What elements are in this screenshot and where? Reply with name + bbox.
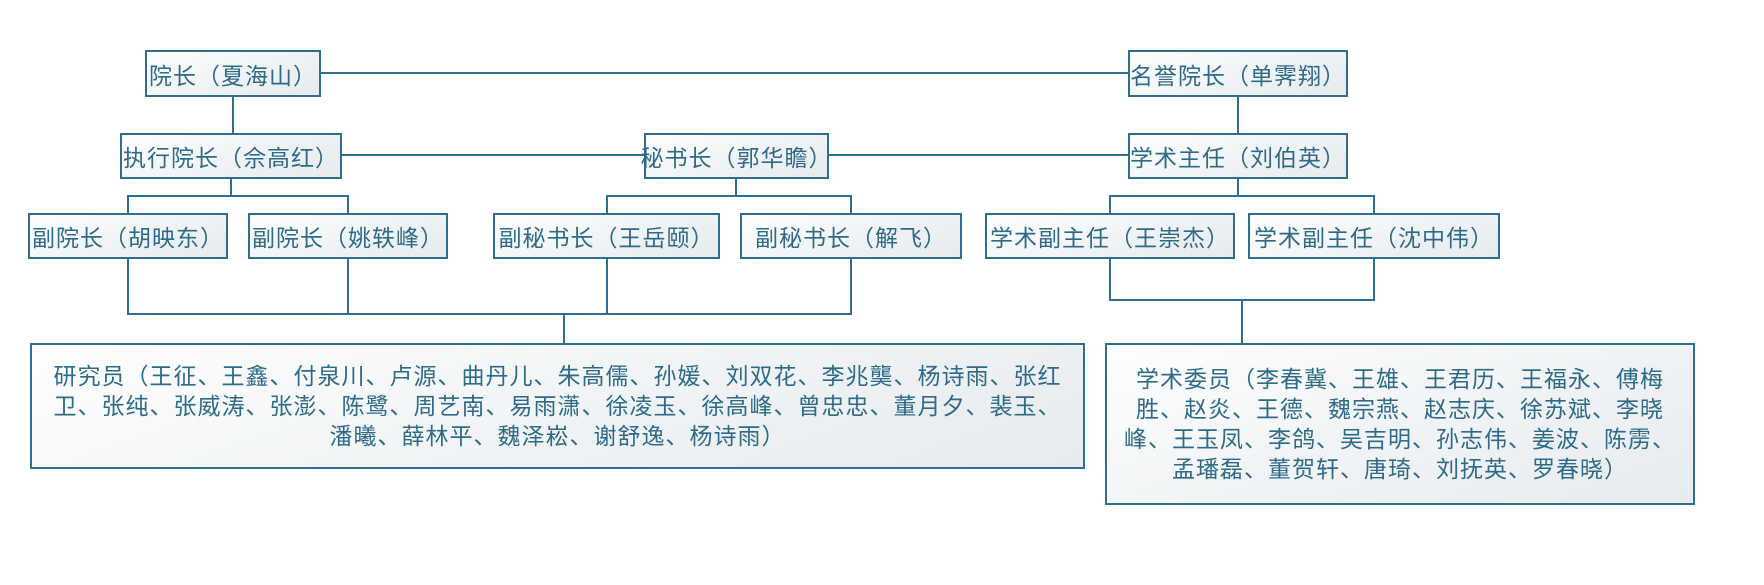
connector-line — [127, 195, 349, 197]
connector-line — [1109, 195, 1375, 197]
node-vice-president-2[interactable]: 副院长（姚轶峰） — [248, 213, 448, 259]
connector-line — [320, 72, 1128, 74]
connector-line — [1373, 259, 1375, 301]
node-president[interactable]: 院长（夏海山） — [145, 50, 321, 97]
connector-line — [850, 195, 852, 213]
node-honorary-president[interactable]: 名誉院长（单霁翔） — [1128, 50, 1348, 97]
node-academic-deputy-director-2[interactable]: 学术副主任（沈中伟） — [1248, 213, 1500, 259]
connector-line — [1237, 179, 1239, 196]
node-researchers[interactable]: 研究员（王征、王鑫、付泉川、卢源、曲丹儿、朱高儒、孙媛、刘双花、李兆龑、杨诗雨、… — [30, 343, 1085, 469]
connector-line — [127, 195, 129, 213]
connector-line — [563, 313, 565, 343]
connector-line — [1109, 195, 1111, 213]
node-vice-president-1[interactable]: 副院长（胡映东） — [28, 213, 228, 259]
connector-line — [347, 259, 349, 315]
node-secretary-general[interactable]: 秘书长（郭华瞻） — [641, 133, 832, 179]
connector-line — [232, 97, 234, 133]
connector-line — [828, 154, 1128, 156]
connector-line — [342, 154, 644, 156]
node-deputy-secretary-general-2[interactable]: 副秘书长（解飞） — [740, 213, 962, 259]
connector-line — [606, 259, 608, 315]
connector-line — [850, 259, 852, 315]
connector-line — [735, 179, 737, 196]
node-executive-president[interactable]: 执行院长（佘高红） — [120, 133, 342, 179]
node-academic-committee[interactable]: 学术委员（李春冀、王雄、王君历、王福永、傅梅胜、赵炎、王德、魏宗燕、赵志庆、徐苏… — [1105, 343, 1695, 505]
connector-line — [1241, 299, 1243, 343]
connector-line — [1237, 97, 1239, 133]
node-academic-director[interactable]: 学术主任（刘伯英） — [1128, 133, 1348, 179]
connector-line — [606, 195, 608, 213]
connector-line — [347, 195, 349, 213]
connector-line — [1373, 195, 1375, 213]
node-deputy-secretary-general-1[interactable]: 副秘书长（王岳颐） — [493, 213, 720, 259]
connector-line — [230, 179, 232, 196]
connector-line — [127, 313, 852, 315]
connector-line — [127, 259, 129, 315]
connector-line — [606, 195, 852, 197]
node-academic-deputy-director-1[interactable]: 学术副主任（王崇杰） — [985, 213, 1235, 259]
connector-line — [1109, 259, 1111, 301]
